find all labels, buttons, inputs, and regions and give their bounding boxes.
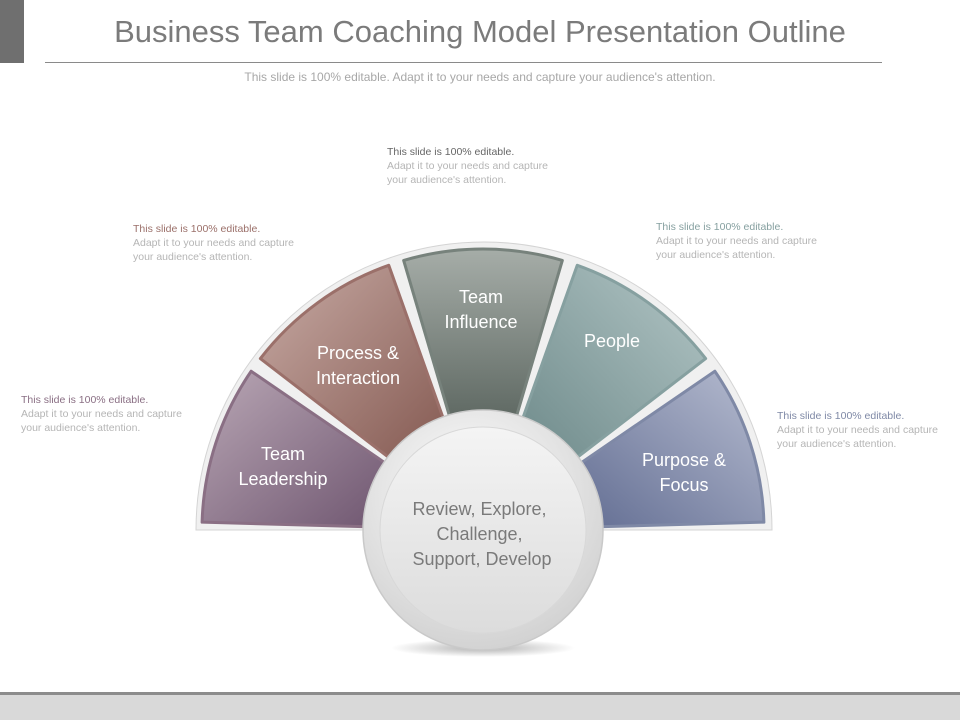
note-process-interaction: This slide is 100% editable. Adapt it to… (133, 222, 294, 264)
footer-rule (0, 692, 960, 695)
note-team-leadership: This slide is 100% editable. Adapt it to… (21, 393, 182, 435)
segment-label-line: Influence (444, 312, 517, 332)
note-body: Adapt it to your needs and capture your … (21, 408, 182, 434)
slide-subtitle: This slide is 100% editable. Adapt it to… (244, 70, 716, 84)
note-purpose-focus: This slide is 100% editable. Adapt it to… (777, 409, 938, 451)
center-line: Support, Develop (412, 549, 551, 569)
center-label: Review, Explore, Challenge, Support, Dev… (412, 499, 551, 569)
note-team-influence: This slide is 100% editable. Adapt it to… (387, 145, 548, 187)
center-line: Challenge, (436, 524, 522, 544)
note-body: Adapt it to your needs and capture your … (656, 235, 817, 261)
center-disc (379, 426, 587, 634)
slide-title: Business Team Coaching Model Presentatio… (114, 14, 846, 49)
segment-label-line: Team (261, 444, 305, 464)
note-body: Adapt it to your needs and capture your … (133, 237, 294, 263)
segment-label-line: People (584, 331, 640, 351)
footer-band (0, 692, 960, 720)
segment-people-label: People (584, 331, 640, 351)
segment-label-line: Process & (317, 343, 399, 363)
segment-process-interaction-label: Process & Interaction (316, 343, 400, 388)
note-lead: This slide is 100% editable. (133, 223, 261, 235)
segment-label-line: Interaction (316, 368, 400, 388)
note-lead: This slide is 100% editable. (777, 410, 905, 422)
segment-label-line: Team (459, 287, 503, 307)
segment-label-line: Leadership (238, 469, 327, 489)
segment-purpose-focus-label: Purpose & Focus (642, 450, 726, 495)
segment-label-line: Focus (659, 475, 708, 495)
note-lead: This slide is 100% editable. (656, 221, 784, 233)
note-people: This slide is 100% editable. Adapt it to… (656, 220, 817, 262)
title-divider (45, 62, 882, 63)
note-lead: This slide is 100% editable. (387, 146, 515, 158)
note-lead: This slide is 100% editable. (21, 394, 149, 406)
note-body: Adapt it to your needs and capture your … (777, 424, 938, 450)
corner-accent-block (0, 0, 24, 63)
note-body: Adapt it to your needs and capture your … (387, 160, 548, 186)
center-line: Review, Explore, (412, 499, 546, 519)
segment-label-line: Purpose & (642, 450, 726, 470)
